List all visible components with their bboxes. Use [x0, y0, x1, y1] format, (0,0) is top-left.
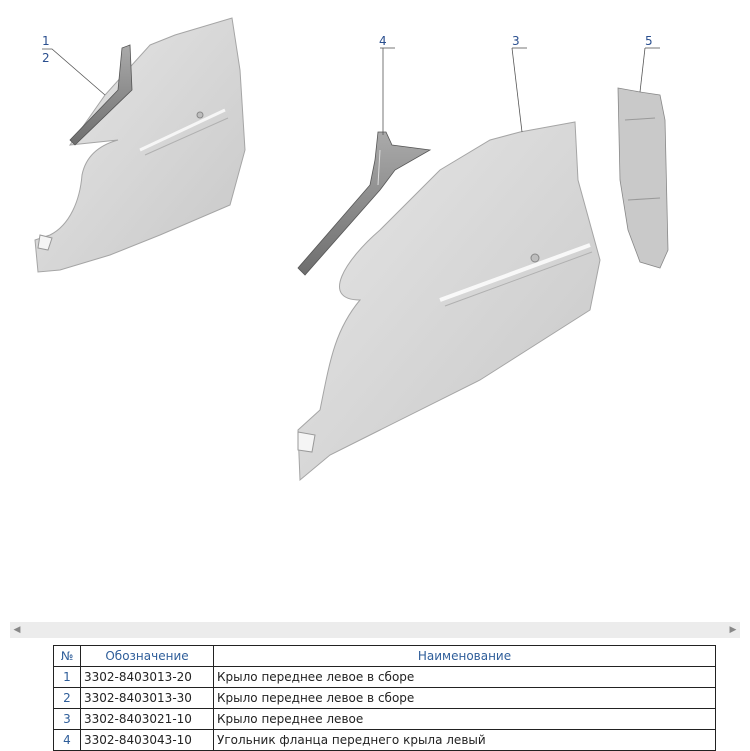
row-number: 2 — [53, 687, 81, 709]
callout-2: 2 — [42, 51, 50, 65]
parts-diagram — [34, 17, 669, 482]
front-fender-large — [297, 121, 601, 482]
callout-3: 3 — [512, 34, 520, 48]
row-code: 3302-8403013-30 — [80, 687, 214, 709]
table-header-row: № Обозначение Наименование — [53, 645, 716, 667]
row-code: 3302-8403021-10 — [80, 708, 214, 730]
col-header-code: Обозначение — [80, 645, 214, 667]
row-name: Крыло переднее левое — [213, 708, 716, 730]
row-name: Крыло переднее левое в сборе — [213, 666, 716, 688]
col-header-name: Наименование — [213, 645, 716, 667]
fender-assembly-small — [34, 17, 246, 273]
table-row[interactable]: 4 3302-8403043-10 Угольник фланца передн… — [53, 729, 716, 751]
callout-5: 5 — [645, 34, 653, 48]
leader-lines — [42, 47, 660, 135]
col-header-number: № — [53, 645, 81, 667]
table-row[interactable]: 3 3302-8403021-10 Крыло переднее левое — [53, 708, 716, 730]
row-number: 4 — [53, 729, 81, 751]
parts-table: № Обозначение Наименование 1 3302-840301… — [53, 645, 716, 751]
flange-bracket — [297, 131, 432, 276]
row-code: 3302-8403013-20 — [80, 666, 214, 688]
row-name: Крыло переднее левое в сборе — [213, 687, 716, 709]
callout-4: 4 — [379, 34, 387, 48]
horizontal-scrollbar[interactable]: ◀ ▶ — [10, 622, 740, 638]
scroll-right-icon[interactable]: ▶ — [729, 625, 737, 635]
table-row[interactable]: 1 3302-8403013-20 Крыло переднее левое в… — [53, 666, 716, 688]
row-number: 3 — [53, 708, 81, 730]
inner-panel — [617, 87, 669, 269]
callout-1: 1 — [42, 34, 50, 48]
row-code: 3302-8403043-10 — [80, 729, 214, 751]
table-row[interactable]: 2 3302-8403013-30 Крыло переднее левое в… — [53, 687, 716, 709]
row-name: Угольник фланца переднего крыла левый — [213, 729, 716, 751]
row-number: 1 — [53, 666, 81, 688]
scroll-left-icon[interactable]: ◀ — [13, 625, 21, 635]
